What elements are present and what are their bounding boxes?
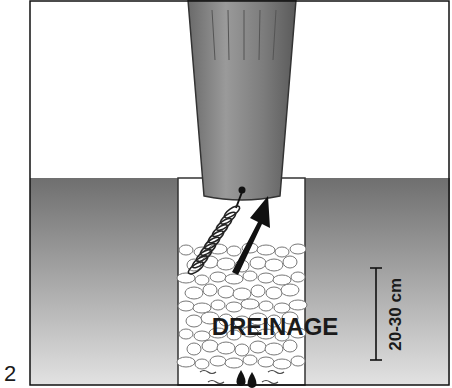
hose-coil — [187, 204, 242, 276]
drainage-label: DREINAGE — [212, 314, 339, 340]
valve-box — [188, 0, 296, 200]
flow-arrow — [232, 196, 270, 275]
figure-number: 2 — [4, 362, 16, 386]
dimension-label: 20-30 cm — [387, 278, 406, 351]
ground — [30, 178, 450, 385]
pit — [178, 178, 305, 385]
dimension-bracket — [370, 268, 382, 360]
frame — [30, 1, 449, 385]
valve-ribs — [212, 10, 276, 60]
